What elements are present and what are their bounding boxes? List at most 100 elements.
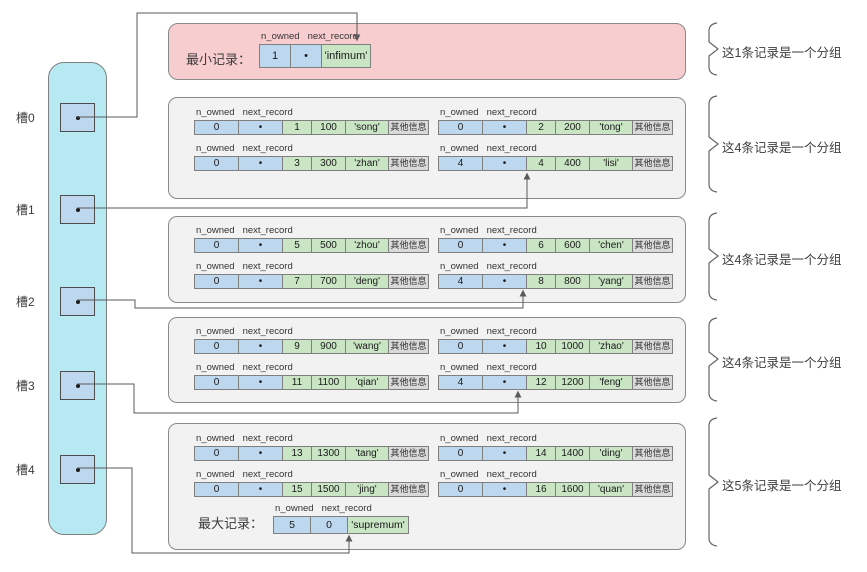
record-extra-cell: 其他信息 (632, 446, 673, 461)
slot-label-1: 槽1 (16, 203, 35, 217)
next-record-pointer-cell: • (482, 274, 527, 289)
n-owned-cell: 0 (194, 120, 239, 135)
record-name-cell: 'qian' (345, 375, 389, 390)
record-extra-cell: 其他信息 (632, 375, 673, 390)
record-id-cell: 12 (526, 375, 556, 390)
next-record-label: next_record (486, 143, 537, 154)
next-record-pointer-cell: • (482, 238, 527, 253)
record-name-cell: 'song' (345, 120, 389, 135)
record-key-cell: 1300 (311, 446, 346, 461)
group-annotation-3: 这4条记录是一个分组 (722, 253, 842, 267)
next-record-label: next_record (242, 469, 293, 480)
n-owned-label: n_owned (440, 225, 479, 236)
supremum-record: n_owned next_record 5 0 'supremum' (273, 502, 410, 534)
record-cells: 4 • 4 400 'lisi' 其他信息 (438, 156, 678, 171)
record-cells: 4 • 12 1200 'feng' 其他信息 (438, 375, 678, 390)
record-name-cell: 'tong' (589, 120, 633, 135)
record-key-cell: 800 (555, 274, 590, 289)
n-owned-cell: 0 (194, 375, 239, 390)
next-record-label: next_record (242, 362, 293, 373)
record: n_owned next_record 0 • 2 200 'tong' 其他信… (438, 106, 678, 135)
next-record-label: next_record (486, 433, 537, 444)
record-name-cell: 'infimum' (321, 44, 371, 68)
brace-bracket-icon (708, 212, 719, 301)
field-labels: n_owned next_record (438, 361, 678, 375)
record-extra-cell: 其他信息 (632, 120, 673, 135)
records-grid: n_owned next_record 0 • 9 900 'wang' 其他信… (194, 325, 682, 390)
n-owned-cell: 0 (438, 339, 483, 354)
n-owned-label: n_owned (196, 261, 235, 272)
group-box-1: n_owned next_record 0 • 1 100 'song' 其他信… (168, 97, 686, 199)
record-id-cell: 1 (282, 120, 312, 135)
record: n_owned next_record 0 • 16 1600 'quan' 其… (438, 468, 678, 497)
record-extra-cell: 其他信息 (632, 339, 673, 354)
record-extra-cell: 其他信息 (388, 339, 429, 354)
n-owned-cell: 5 (273, 516, 312, 534)
records-grid: n_owned next_record 0 • 13 1300 'tang' 其… (194, 432, 682, 497)
n-owned-label: n_owned (196, 433, 235, 444)
next-record-pointer-cell: • (238, 375, 283, 390)
n-owned-cell: 4 (438, 375, 483, 390)
next-record-pointer-cell: • (482, 446, 527, 461)
field-labels: n_owned next_record (259, 30, 499, 44)
record-key-cell: 200 (555, 120, 590, 135)
n-owned-cell: 0 (194, 446, 239, 461)
record-extra-cell: 其他信息 (632, 238, 673, 253)
slot-pointer-dot-icon (75, 383, 80, 388)
record-id-cell: 16 (526, 482, 556, 497)
field-labels: n_owned next_record (194, 142, 434, 156)
n-owned-label: n_owned (261, 31, 300, 42)
next-record-label: next_record (486, 225, 537, 236)
record: n_owned next_record 0 • 15 1500 'jing' 其… (194, 468, 434, 497)
record: n_owned next_record 0 • 6 600 'chen' 其他信… (438, 224, 678, 253)
record-id-cell: 2 (526, 120, 556, 135)
n-owned-label: n_owned (196, 143, 235, 154)
record-id-cell: 6 (526, 238, 556, 253)
record: n_owned next_record 0 • 10 1000 'zhao' 其… (438, 325, 678, 354)
field-labels: n_owned next_record (194, 432, 434, 446)
brace-bracket-icon (708, 417, 719, 547)
next-record-pointer-cell: • (238, 482, 283, 497)
record-cells: 1 • 'infimum' (259, 44, 499, 68)
record-cells: 0 • 1 100 'song' 其他信息 (194, 120, 434, 135)
record-key-cell: 1100 (311, 375, 346, 390)
record-extra-cell: 其他信息 (632, 156, 673, 171)
record-id-cell: 13 (282, 446, 312, 461)
n-owned-label: n_owned (196, 107, 235, 118)
record-id-cell: 3 (282, 156, 312, 171)
record-name-cell: 'deng' (345, 274, 389, 289)
next-record-label: next_record (486, 469, 537, 480)
record-cells: 0 • 11 1100 'qian' 其他信息 (194, 375, 434, 390)
field-labels: n_owned next_record (194, 260, 434, 274)
record: n_owned next_record 0 • 11 1100 'qian' 其… (194, 361, 434, 390)
record-name-cell: 'quan' (589, 482, 633, 497)
n-owned-label: n_owned (440, 433, 479, 444)
record-name-cell: 'feng' (589, 375, 633, 390)
next-record-pointer-cell: • (238, 238, 283, 253)
next-record-pointer-cell: • (482, 120, 527, 135)
infimum-record: n_owned next_record 1 • 'infimum' (259, 30, 499, 68)
n-owned-cell: 0 (194, 274, 239, 289)
n-owned-label: n_owned (440, 326, 479, 337)
record-key-cell: 900 (311, 339, 346, 354)
record-key-cell: 1500 (311, 482, 346, 497)
record-id-cell: 7 (282, 274, 312, 289)
field-labels: n_owned next_record (194, 224, 434, 238)
brace-bracket-icon (708, 317, 719, 402)
field-labels: n_owned next_record (194, 361, 434, 375)
group-box-4: n_owned next_record 0 • 13 1300 'tang' 其… (168, 423, 686, 550)
n-owned-cell: 0 (438, 482, 483, 497)
record-name-cell: 'supremum' (347, 516, 410, 534)
record-name-cell: 'zhao' (589, 339, 633, 354)
n-owned-cell: 1 (259, 44, 291, 68)
next-record-pointer-cell: • (238, 156, 283, 171)
record-id-cell: 8 (526, 274, 556, 289)
n-owned-label: n_owned (196, 362, 235, 373)
record-extra-cell: 其他信息 (632, 274, 673, 289)
next-record-pointer-cell: • (238, 339, 283, 354)
next-record-pointer-cell: • (482, 375, 527, 390)
slot-pointer-dot-icon (75, 467, 80, 472)
next-record-label: next_record (242, 143, 293, 154)
record-extra-cell: 其他信息 (388, 156, 429, 171)
group-annotation-5: 这5条记录是一个分组 (722, 479, 842, 493)
